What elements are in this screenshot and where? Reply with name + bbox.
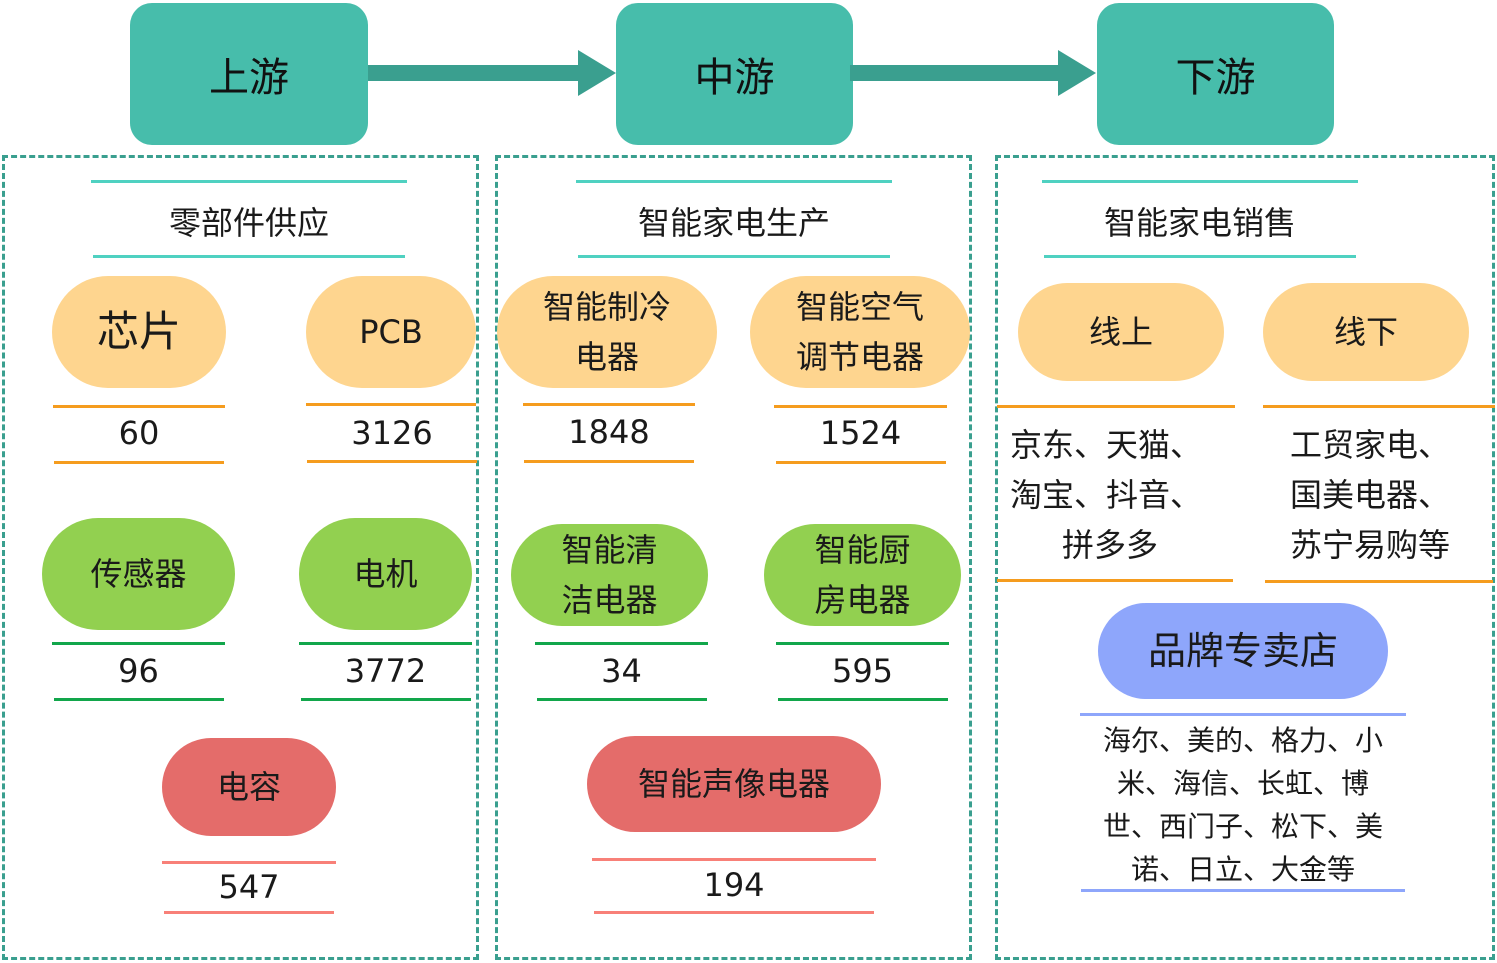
divider: [54, 698, 224, 701]
title-divider: [576, 180, 892, 183]
stage-upstream-label: 上游: [209, 55, 289, 101]
component-count: 96: [118, 652, 159, 690]
stage-midstream-label: 中游: [694, 55, 775, 101]
component-motor: 电机: [299, 518, 472, 630]
upstream-title: 零部件供应: [168, 204, 329, 242]
divider: [535, 642, 708, 645]
stage-downstream-label: 下游: [1175, 55, 1256, 101]
divider: [594, 911, 874, 914]
product-audio-video: 智能声像电器: [587, 736, 881, 832]
brand-list-line: 海尔、美的、格力、小: [1102, 724, 1383, 757]
divider: [592, 858, 876, 861]
offline-retailers: 工贸家电、 国美电器、 苏宁易购等: [1290, 420, 1490, 570]
component-label: 芯片: [96, 307, 181, 356]
brand-list-line: 诺、日立、大金等: [1130, 853, 1355, 886]
divider: [997, 579, 1233, 582]
arrow-icon: [368, 50, 616, 96]
downstream-panel: [995, 155, 1495, 960]
product-count: 1524: [819, 414, 902, 452]
divider: [537, 698, 707, 701]
product-label: 智能空气: [795, 288, 924, 326]
component-count: 3126: [351, 414, 433, 452]
divider: [524, 460, 694, 463]
component-pcb: PCB: [306, 276, 476, 388]
online-platforms-line: 拼多多: [1062, 526, 1159, 564]
midstream-title: 智能家电生产: [637, 204, 830, 242]
component-label: 传感器: [90, 555, 187, 593]
product-label: 智能制冷: [542, 288, 671, 326]
product-label: 智能清: [561, 531, 658, 569]
divider: [1265, 580, 1493, 583]
channel-brand-store: 品牌专卖店: [1098, 603, 1388, 699]
brand-list-line: 世、西门子、松下、美: [1102, 810, 1383, 843]
online-platforms-line: 京东、天猫、: [1010, 426, 1203, 464]
component-label: 电机: [353, 555, 418, 593]
divider: [776, 642, 949, 645]
divider: [523, 403, 695, 406]
product-refrigeration: 智能制冷电器: [497, 276, 717, 388]
stage-downstream: 下游: [1097, 3, 1334, 145]
upstream-panel: [2, 155, 479, 960]
component-label: PCB: [359, 313, 423, 351]
channel-online: 线上: [1018, 283, 1224, 381]
product-count: 194: [703, 866, 765, 904]
component-sensor: 传感器: [42, 518, 235, 630]
product-count: 1848: [568, 413, 650, 451]
component-count: 547: [218, 868, 280, 906]
component-count: 3772: [344, 652, 427, 690]
divider: [1081, 889, 1405, 892]
stage-midstream: 中游: [616, 3, 853, 145]
divider: [997, 405, 1235, 408]
title-divider: [1044, 255, 1356, 258]
divider: [52, 642, 225, 645]
divider: [307, 460, 477, 463]
title-divider: [93, 255, 405, 258]
offline-retailers-line: 工贸家电、: [1290, 426, 1451, 464]
stage-upstream: 上游: [130, 3, 368, 145]
product-count: 595: [831, 652, 894, 690]
divider: [299, 642, 472, 645]
arrow-icon: [850, 50, 1096, 96]
online-platforms: 京东、天猫、 淘宝、抖音、 拼多多: [1000, 420, 1230, 570]
product-label: 智能声像电器: [637, 765, 830, 803]
divider: [778, 698, 948, 701]
midstream-panel: [495, 155, 972, 960]
divider: [776, 461, 946, 464]
product-label: 洁电器: [561, 581, 658, 619]
brand-list: 海尔、美的、格力、小 米、海信、长虹、博 世、西门子、松下、美 诺、日立、大金等: [1080, 719, 1406, 891]
product-air-conditioning: 智能空气调节电器: [750, 276, 970, 388]
offline-retailers-line: 苏宁易购等: [1290, 526, 1451, 564]
divider: [306, 403, 476, 406]
channel-label: 线上: [1088, 313, 1153, 351]
divider: [164, 911, 334, 914]
product-label: 智能厨: [814, 531, 911, 569]
divider: [774, 405, 947, 408]
product-count: 34: [601, 652, 642, 690]
component-chip: 芯片: [52, 276, 226, 388]
channel-offline: 线下: [1263, 283, 1469, 381]
product-kitchen: 智能厨房电器: [764, 524, 961, 626]
product-label: 房电器: [814, 581, 911, 619]
title-divider: [1042, 180, 1358, 183]
brand-list-line: 米、海信、长虹、博: [1116, 767, 1369, 800]
downstream-title: 智能家电销售: [1103, 204, 1296, 242]
offline-retailers-line: 国美电器、: [1290, 476, 1451, 514]
online-platforms-line: 淘宝、抖音、: [1010, 476, 1203, 514]
channel-label: 线下: [1333, 313, 1398, 351]
divider: [162, 861, 336, 864]
divider: [1263, 405, 1495, 408]
divider: [301, 698, 471, 701]
component-count: 60: [118, 414, 160, 452]
product-label: 调节电器: [795, 338, 924, 376]
channel-label: 品牌专卖店: [1147, 629, 1338, 673]
divider: [1080, 713, 1406, 716]
component-capacitor: 电容: [162, 738, 336, 836]
title-divider: [578, 255, 890, 258]
divider: [53, 405, 225, 408]
title-divider: [91, 180, 407, 183]
component-label: 电容: [216, 768, 281, 806]
product-cleaning: 智能清洁电器: [511, 524, 708, 626]
product-label: 电器: [574, 338, 639, 376]
divider: [54, 461, 224, 464]
